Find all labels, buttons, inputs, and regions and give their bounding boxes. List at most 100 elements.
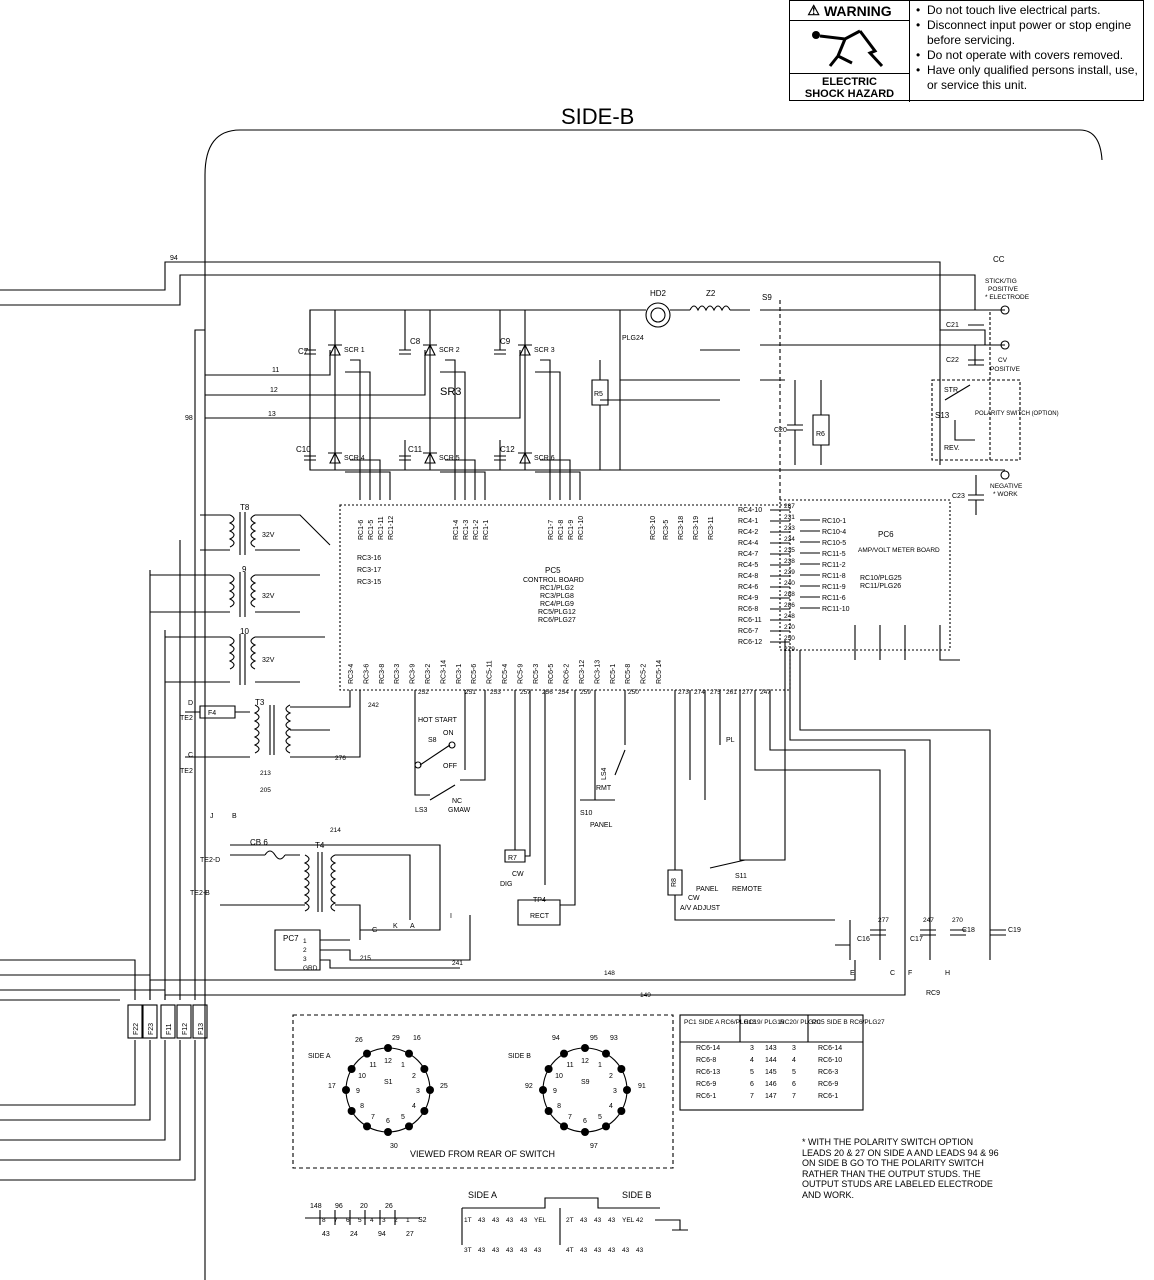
s9-contact	[617, 1065, 626, 1073]
s9-wire-number: 91	[638, 1083, 646, 1090]
polarity-note: * WITH THE POLARITY SWITCH OPTION LEADS …	[802, 1137, 999, 1200]
rc4-wire-number: 239	[784, 569, 795, 576]
rc10-connector-label: RC10-5	[822, 540, 846, 547]
table-right: RC6-1	[818, 1093, 838, 1100]
table-a: 3	[750, 1045, 754, 1052]
s9-contact	[602, 1122, 610, 1131]
electric-shock-icon	[790, 21, 910, 73]
polarity-switch-dash2	[932, 309, 991, 460]
rc10-connector-label: RC10-1	[822, 518, 846, 525]
misc-wire-number: 214	[330, 827, 341, 834]
strip-3t: 3T	[464, 1247, 472, 1254]
dig-label: DIG	[500, 881, 512, 888]
s9-number: 8	[557, 1103, 561, 1110]
s1-contact	[384, 1128, 392, 1136]
s13-label: S13	[935, 411, 950, 420]
rc4-wire-number: 234	[784, 536, 795, 543]
rc-bottom-wire-number: 261	[726, 689, 737, 696]
left-wire-number: 13	[268, 411, 276, 418]
cb6-label: CB 6	[250, 838, 268, 847]
s1-wire-number: 25	[440, 1083, 448, 1090]
enclosure-outline	[204, 129, 1103, 1280]
table-header: RC20/ PLG20	[780, 1019, 821, 1026]
pc6-board-outline	[779, 499, 951, 651]
hazard-line-2: SHOCK HAZARD	[804, 88, 895, 100]
s2-pin: 6	[346, 1217, 350, 1224]
hd2-label: HD2	[650, 289, 667, 298]
rc4-wire-number: 235	[784, 547, 795, 554]
te2-d-label: TE2-D	[200, 857, 220, 864]
t9-label: 9	[242, 565, 247, 574]
work-label: * WORK	[993, 491, 1018, 498]
table-header: PC1 SIDE A RC6/PLG18	[684, 1019, 756, 1026]
s1-number: 11	[369, 1062, 376, 1069]
wire-96	[0, 274, 976, 310]
rc3-connector-label: RC3-19	[693, 516, 700, 540]
c22-label: C22	[946, 357, 959, 364]
rc4-wire-number: 286	[784, 602, 795, 609]
misc-wire-number: 148	[604, 970, 615, 977]
c17-label: C17	[910, 936, 923, 943]
rc4-connector-label: RC6-8	[738, 606, 758, 613]
work-stud	[1000, 470, 1010, 480]
rc1-connector-label: RC1-2	[473, 520, 480, 540]
terminal-letter: G	[372, 927, 377, 934]
c17-cap	[920, 929, 936, 936]
rc-bottom-wire-number: 252	[418, 689, 429, 696]
t8-voltage: 32V	[262, 532, 275, 539]
polarity-switch-label: POLARITY SWITCH (OPTION)	[975, 411, 1059, 417]
r5-resistor	[591, 379, 609, 406]
s9-contact	[544, 1065, 553, 1073]
pc5-plug-2: RC4/PLG9	[540, 601, 574, 608]
strip-4t: 43	[594, 1247, 602, 1254]
left-wire-number: 11	[272, 367, 279, 374]
warning-item: Do not operate with covers removed.	[916, 48, 1142, 63]
t9-voltage: 32V	[262, 593, 275, 600]
s9-wire-number: 94	[552, 1035, 560, 1042]
rc-bottom-connector-label: RC6-2	[564, 664, 571, 684]
ls3-label: LS3	[415, 807, 428, 814]
s2-bottom-wire: 94	[378, 1231, 386, 1238]
rc1-connector-label: RC1-11	[378, 516, 385, 540]
scr-2-symbol	[423, 343, 437, 356]
s9-contact	[560, 1122, 568, 1131]
rc1-connector-label: RC1-3	[463, 520, 470, 540]
table-b: 6	[792, 1081, 796, 1088]
s1-number: 8	[360, 1103, 364, 1110]
wire-11	[205, 350, 331, 376]
pc5-board-outline	[339, 504, 791, 691]
rc-bottom-connector-label: RC3-6	[363, 664, 370, 684]
z2-label: Z2	[706, 289, 716, 298]
s8-label: S8	[428, 737, 437, 744]
s1-number: 2	[412, 1073, 416, 1080]
rc10-connector-label: RC11-8	[822, 573, 846, 580]
strip-1t: 43	[492, 1217, 500, 1224]
rc1-connector-label: RC1-8	[558, 520, 565, 540]
rc-bottom-connector-label: RC5-9	[517, 664, 524, 684]
rc-bottom-wire-number: 274	[694, 689, 705, 696]
table-right: RC6-14	[818, 1045, 842, 1052]
t9-primary	[150, 574, 235, 613]
s2-bottom-wire: 43	[322, 1231, 330, 1238]
rc-bottom-wire-number: 250	[628, 689, 639, 696]
rc9-label: RC9	[926, 990, 940, 997]
misc-wire-number: 242	[368, 702, 379, 709]
c19-cap	[990, 929, 1006, 936]
side-b-title: SIDE-B	[561, 104, 634, 129]
rc-bottom-connector-label: RC5-3	[533, 664, 540, 684]
r6-label: R6	[816, 431, 825, 438]
s2-pin: 1	[406, 1217, 410, 1224]
fuse-label: F12	[182, 1023, 189, 1035]
t4-label: T4	[315, 841, 325, 850]
switch-s9-label: S9	[581, 1079, 590, 1086]
rc-bottom-connector-label: RC3-9	[410, 664, 417, 684]
misc-wire-number: 247	[923, 917, 934, 924]
c9-label: C9	[500, 337, 511, 346]
s1-contact	[426, 1086, 434, 1094]
scr-3-label: SCR 3	[534, 347, 555, 354]
rc3-side-label: RC3-17	[357, 567, 381, 574]
s9-contact	[581, 1044, 589, 1052]
fuse-f12	[176, 1004, 192, 1039]
s9-contact	[539, 1086, 547, 1094]
pc7-pin: GRD	[303, 965, 318, 972]
